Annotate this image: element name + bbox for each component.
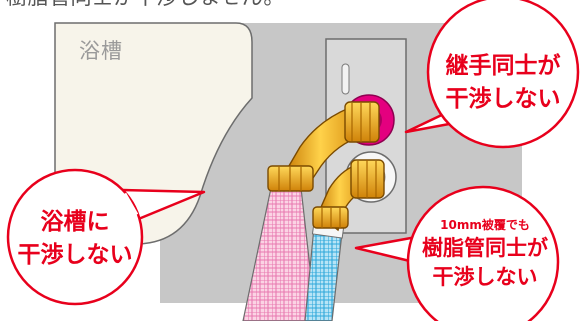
callout-bathtub-line2: 干渉しない	[17, 242, 133, 268]
callout-pipes-note: 10mm被覆でも	[440, 218, 530, 232]
callout-fittings-line1: 継手同士が	[445, 53, 561, 79]
callout-fittings: 継手同士が 干渉しない	[436, 50, 570, 116]
callout-bathtub-bubble	[6, 168, 206, 306]
callout-bathtub-line1: 浴槽に	[40, 209, 110, 235]
intro-text: 樹脂管同士が干渉しません。	[6, 0, 285, 9]
upper-fitting	[267, 101, 380, 192]
callout-pipes-bubble	[354, 185, 560, 321]
callout-pipes-line2: 干渉しない	[432, 265, 538, 289]
bathtub-label: 浴槽	[79, 39, 123, 63]
callout-bathtub: 浴槽に 干渉しない	[12, 206, 138, 272]
callout-fittings-bubble	[404, 0, 580, 149]
plate-slot	[341, 63, 350, 95]
callout-fittings-line2: 干渉しない	[445, 86, 561, 112]
callout-pipes-line1: 樹脂管同士が	[422, 236, 548, 260]
callout-pipes: 10mm被覆でも 樹脂管同士が 干渉しない	[410, 216, 560, 292]
lower-fitting	[312, 159, 385, 232]
